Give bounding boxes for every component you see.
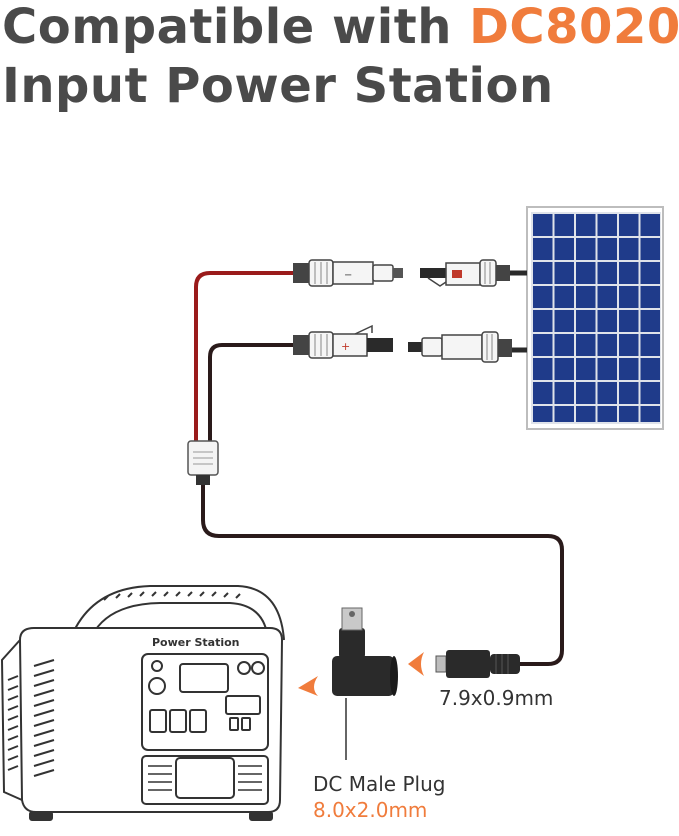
top-vent	[103, 591, 241, 601]
station-brand-label: Power Station	[152, 636, 240, 649]
solar-cells	[533, 214, 660, 422]
arrow-to-adapter-icon	[408, 652, 424, 676]
front-vent	[33, 659, 55, 777]
headline-line-2: Input Power Station	[2, 58, 554, 114]
adapter-size-label: 8.0x2.0mm	[313, 798, 428, 822]
dc-male-plug-adapter	[332, 607, 398, 696]
y-branch-connector	[187, 440, 219, 485]
headline-accent: DC8020	[469, 0, 679, 55]
side-vent	[7, 675, 19, 771]
mc4-female-panel-positive	[420, 259, 510, 287]
svg-text:−: −	[344, 270, 352, 281]
main-cable	[201, 485, 564, 666]
dc-cable-plug	[435, 650, 520, 678]
headline-line-1: Compatible with DC8020	[2, 3, 679, 51]
mc4-male-positive: −	[293, 259, 403, 287]
adapter-name-label: DC Male Plug	[313, 772, 446, 796]
arrow-to-station-icon	[298, 676, 318, 696]
solar-panel	[526, 206, 664, 430]
positive-wire	[194, 271, 293, 448]
svg-text:+: +	[341, 340, 350, 353]
headline-prefix: Compatible with	[2, 0, 470, 55]
cable-plug-size-label: 7.9x0.9mm	[439, 686, 554, 710]
power-station	[0, 585, 285, 821]
mc4-male-panel-negative	[408, 331, 512, 363]
negative-wire	[208, 343, 293, 448]
mc4-female-negative: +	[293, 324, 393, 359]
